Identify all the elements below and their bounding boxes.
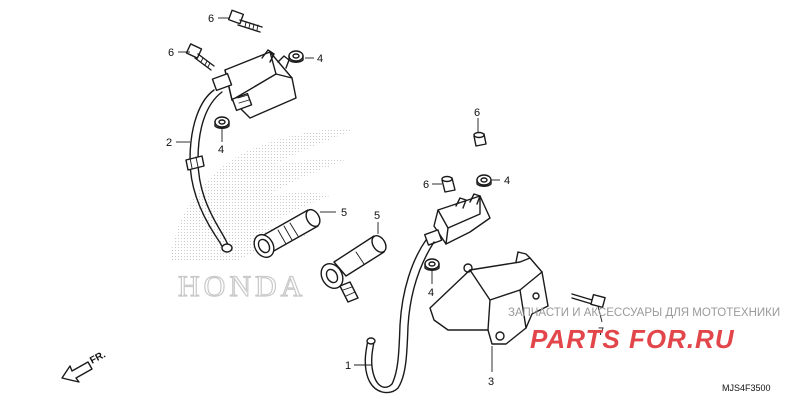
callout-bracket-bolt: 7 — [598, 326, 604, 338]
callout-bracket: 3 — [488, 376, 494, 388]
bracket-bolt — [571, 293, 606, 309]
front-direction-arrow: FR. — [61, 349, 108, 383]
bolt-top — [227, 9, 263, 33]
small-cap — [473, 131, 487, 147]
watermark-site-name: PARTS FOR.RU — [530, 324, 735, 354]
callout-numbers: 6 6 4 2 4 5 5 6 6 4 4 7 1 3 — [166, 13, 604, 388]
spark-plug-cap-right — [320, 235, 387, 303]
callout-bolt-middle: 6 — [423, 179, 429, 191]
callout-cap-right: 5 — [374, 210, 380, 222]
nut-middle — [476, 174, 492, 187]
washer-left — [214, 116, 230, 129]
callout-bolt-left: 6 — [168, 47, 174, 59]
bolt-middle — [441, 175, 456, 193]
callout-cap-left: 5 — [341, 207, 347, 219]
callout-washer-middle: 4 — [428, 287, 434, 299]
high-tension-wire-left — [185, 89, 233, 253]
callout-bolt-top: 6 — [208, 13, 214, 25]
spark-plug-cap-left — [253, 208, 321, 259]
callout-nut-top-right: 4 — [317, 53, 323, 65]
high-tension-wire-right — [364, 239, 435, 394]
callout-nut-middle: 4 — [504, 175, 510, 187]
coil-bracket — [429, 251, 549, 345]
diagram-code: MJS4F3500 — [722, 383, 771, 393]
honda-logo-text: HONDA — [178, 270, 306, 303]
ignition-coil-left — [211, 49, 297, 119]
ignition-coil-right — [424, 193, 491, 246]
bolt-left — [185, 43, 215, 71]
watermark-tagline: ЗАПЧАСТИ И АКСЕССУАРЫ ДЛЯ МОТОТЕХНИКИ — [508, 307, 780, 319]
honda-wing-logo: HONDA — [170, 129, 352, 304]
nut-top-right — [288, 50, 304, 63]
callout-wire-right: 1 — [345, 360, 351, 372]
callout-small-cap: 6 — [474, 107, 480, 119]
front-direction-label: FR. — [88, 349, 108, 366]
watermark: ЗАПЧАСТИ И АКСЕССУАРЫ ДЛЯ МОТОТЕХНИКИ PA… — [508, 307, 780, 354]
callout-washer-left: 4 — [218, 144, 224, 156]
washer-middle — [424, 258, 440, 271]
leader-lines — [176, 17, 603, 372]
callout-wire-left: 2 — [166, 137, 172, 149]
